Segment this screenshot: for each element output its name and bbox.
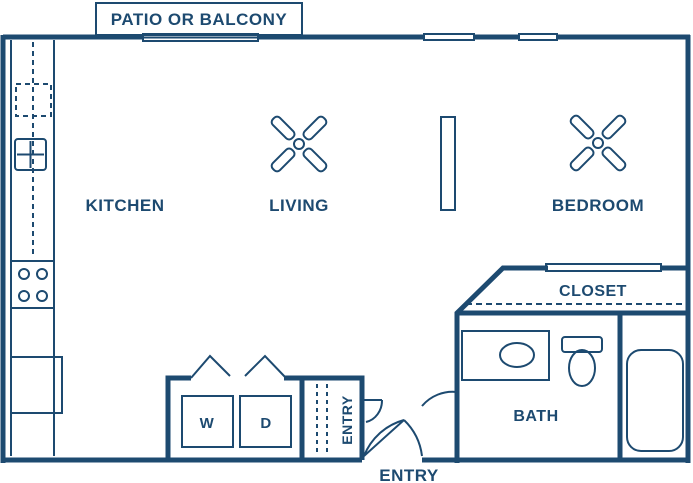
closet-label: CLOSET — [559, 283, 627, 300]
ceiling-fan-icon — [270, 115, 328, 173]
living-label: LIVING — [269, 196, 329, 215]
toilet-icon — [561, 336, 603, 387]
washer-label: W — [200, 415, 215, 432]
entry-closet-dashed — [316, 384, 328, 456]
vanity — [461, 330, 550, 381]
bath-door — [421, 390, 458, 407]
entry-closet-door — [362, 399, 384, 423]
patio-label-box — [95, 2, 303, 36]
sink-icon — [14, 138, 47, 171]
dryer-icon — [239, 395, 292, 448]
entry-door-swing — [363, 419, 423, 457]
entry-closet-label: ENTRY — [339, 395, 355, 445]
kitchen-label: KITCHEN — [85, 196, 164, 215]
patio-label: PATIO OR BALCONY — [111, 10, 288, 29]
dryer-label: D — [260, 415, 271, 432]
laundry-doors — [190, 354, 287, 379]
bath-label: BATH — [513, 408, 558, 425]
refrigerator-icon — [10, 356, 63, 414]
closet-door — [545, 263, 662, 272]
entry-label: ENTRY — [379, 466, 439, 483]
washer-icon — [181, 395, 234, 448]
bedroom-label: BEDROOM — [552, 196, 644, 215]
cabinet-dashed — [15, 42, 52, 258]
outer-walls — [0, 34, 691, 463]
sink-icon — [499, 342, 535, 368]
stove-icon — [10, 260, 55, 309]
ceiling-fan-icon — [569, 114, 627, 172]
closet-walls — [454, 265, 690, 463]
kitchen-counter — [10, 40, 55, 456]
window-top — [423, 33, 558, 41]
bathtub-icon — [626, 349, 684, 452]
room-divider — [440, 116, 456, 211]
laundry-walls — [165, 375, 305, 460]
entry-closet-walls — [304, 375, 365, 460]
